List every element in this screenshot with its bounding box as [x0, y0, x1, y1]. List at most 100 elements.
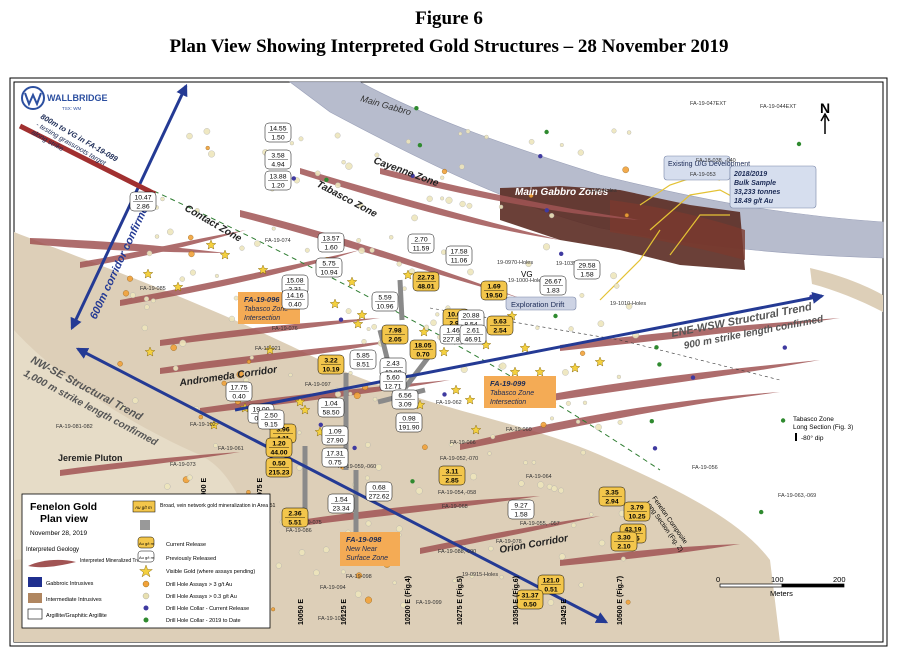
- assay-dot: [366, 327, 371, 332]
- assay-current: 7.982.05: [381, 324, 409, 345]
- assay-width: 0.75: [328, 460, 341, 467]
- hole-label: FA-19-054,-058: [438, 490, 476, 496]
- collar-dot: [324, 177, 329, 182]
- assay-previous: 5.858.51: [349, 349, 377, 370]
- wallbridge-logo: WALLBRIDGE TSX: WM: [21, 86, 108, 111]
- assay-dot: [239, 245, 245, 251]
- assay-dot: [610, 272, 617, 280]
- assay-dot: [374, 152, 380, 158]
- visible-gold-star: [205, 239, 217, 250]
- svg-text:2018/2019: 2018/2019: [733, 171, 767, 178]
- underground-workings: [610, 200, 745, 260]
- assay-grade: 0.68: [372, 485, 385, 492]
- assay-dot: [298, 136, 304, 142]
- assay-dot: [490, 434, 496, 440]
- hole-label: 19-0970-Holes: [497, 260, 533, 266]
- assay-dot: [499, 575, 504, 580]
- visible-gold-star: [257, 264, 269, 275]
- assay-dot: [361, 339, 367, 345]
- assay-current: 31.370.50: [516, 589, 544, 610]
- assay-grade: 1.69: [487, 284, 500, 291]
- assay-grade: 3.96: [276, 427, 289, 434]
- assay-dot: [559, 142, 564, 147]
- collar-dot: [759, 509, 764, 515]
- svg-text:Previously Released: Previously Released: [166, 556, 216, 562]
- collar-dot: [657, 362, 662, 367]
- main-gabbro-zones-label: Main Gabbro Zones: [515, 187, 609, 198]
- assay-dot: [297, 430, 302, 435]
- assay-dot: [187, 234, 194, 241]
- assay-dot: [365, 442, 371, 448]
- assay-dot: [547, 599, 555, 606]
- tabasco-section-line: [429, 307, 781, 381]
- hole-label: FA-19-063,-069: [778, 493, 816, 499]
- hole-label: FA-19-078: [496, 539, 522, 545]
- assay-grade: 5.75: [322, 261, 335, 268]
- assay-width: 1.60: [324, 245, 337, 252]
- visible-gold-star: [418, 326, 430, 337]
- assay-dot: [528, 138, 535, 145]
- svg-text:-80° dip: -80° dip: [801, 434, 824, 442]
- assay-dot: [523, 460, 528, 466]
- assay-previous: 6.563.09: [391, 389, 419, 410]
- assay-width: 0.70: [416, 352, 429, 359]
- assay-width: 2.85: [445, 478, 458, 485]
- assay-grade: 3.79: [630, 505, 643, 512]
- svg-text:Fenelon Gold: Fenelon Gold: [30, 501, 97, 513]
- assay-grade: 2.43: [386, 361, 399, 368]
- assay-width: 11.59: [413, 246, 430, 253]
- assay-dot: [565, 400, 571, 406]
- assay-dot: [179, 276, 186, 282]
- assay-width: 3.09: [398, 402, 411, 409]
- svg-text:Gabbroic Intrusives: Gabbroic Intrusives: [46, 581, 94, 587]
- assay-dot: [160, 196, 165, 202]
- assay-grade: 121.0: [542, 578, 559, 585]
- hole-label: FA-19-099: [416, 600, 442, 606]
- assay-width: 1.83: [546, 288, 559, 295]
- assay-dot: [288, 372, 293, 378]
- assay-width: 10.25: [628, 514, 645, 521]
- intermediate-strip-east: [810, 268, 883, 312]
- assay-dot: [402, 286, 407, 291]
- hole-label: FA-19-021: [255, 346, 281, 352]
- assay-dot: [340, 569, 346, 575]
- assay-dot: [166, 228, 174, 236]
- fa-19-099-callout: FA-19-099 Tabasco Zone Intersection: [484, 376, 556, 408]
- map-outer-frame: [9, 77, 888, 647]
- assay-width: 1.58: [580, 272, 593, 279]
- assay-width: 2.54: [493, 328, 506, 335]
- assay-width: 227.80: [443, 337, 464, 344]
- assay-grade: 9.27: [514, 503, 527, 510]
- assay-width: 8.51: [356, 362, 369, 369]
- svg-text:FA-19-099: FA-19-099: [490, 379, 526, 388]
- assay-dot: [214, 273, 219, 278]
- assay-dot: [415, 487, 423, 495]
- assay-grade: 13.57: [322, 236, 339, 243]
- hole-label: FA-19-102: [190, 422, 216, 428]
- assay-dot: [164, 483, 171, 490]
- visible-gold-star: [356, 309, 368, 320]
- hole-label: S140-Holes: [588, 188, 617, 194]
- assay-width: 11.06: [451, 258, 468, 265]
- assay-grade: 17.58: [450, 249, 467, 256]
- assay-dot: [459, 163, 465, 170]
- assay-width: 2.05: [388, 337, 401, 344]
- assay-dot: [579, 292, 585, 298]
- assay-width: 1.58: [514, 512, 527, 519]
- hole-label: FA-19-085: [140, 286, 166, 292]
- assay-dot: [271, 226, 276, 231]
- assay-dot: [614, 283, 620, 289]
- assay-previous: 17.750.40: [225, 381, 253, 402]
- visible-gold-star: [219, 249, 231, 260]
- assay-grade: 0.98: [402, 416, 415, 423]
- bulk-sample-callout: 2018/2019 Bulk Sample 33,233 tonnes 18.4…: [729, 165, 817, 209]
- svg-text:Drill Hole Assays > 3 g/t Au: Drill Hole Assays > 3 g/t Au: [166, 582, 232, 588]
- fa-19-098-callout: FA-19-098 New Near Surface Zone: [340, 532, 400, 566]
- assay-current: 121.00.51: [537, 574, 565, 595]
